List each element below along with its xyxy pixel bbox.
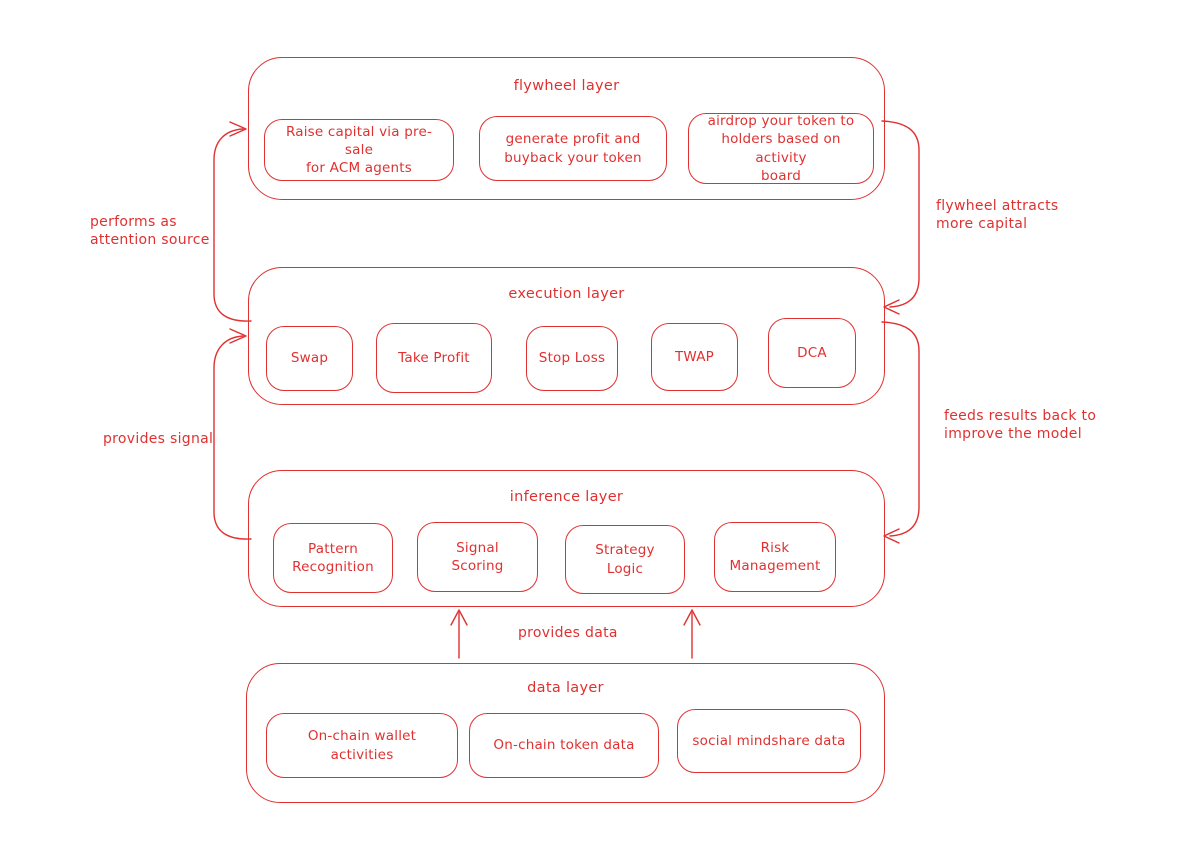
layer-execution: execution layer Swap Take Profit Stop Lo…	[248, 267, 885, 405]
arrow-execution-to-inference	[881, 321, 920, 544]
edge-label-provides-data: provides data	[518, 625, 618, 641]
node-stop-loss: Stop Loss	[526, 326, 618, 391]
edge-label-flywheel-attracts-more-capital: flywheel attracts more capital	[936, 198, 1059, 233]
arrow-flywheel-to-execution	[881, 120, 920, 315]
arrow-data-to-inference-right	[683, 609, 701, 659]
arrow-data-to-inference-left	[450, 609, 468, 659]
node-generate-profit: generate profit and buyback your token	[479, 116, 667, 181]
node-signal-scoring: Signal Scoring	[417, 522, 538, 592]
edge-label-performs-as-attention-source: performs as attention source	[90, 214, 210, 249]
edge-label-provides-signal: provides signal	[103, 431, 214, 447]
node-strategy-logic: Strategy Logic	[565, 525, 685, 594]
node-onchain-token-data: On-chain token data	[469, 713, 659, 778]
layer-flywheel: flywheel layer Raise capital via pre-sal…	[248, 57, 885, 200]
node-dca: DCA	[768, 318, 856, 388]
node-social-mindshare-data: social mindshare data	[677, 709, 861, 773]
node-onchain-wallet-activities: On-chain wallet activities	[266, 713, 458, 778]
arrow-execution-to-flywheel	[213, 121, 252, 322]
layer-inference-title: inference layer	[509, 489, 624, 505]
layer-flywheel-title: flywheel layer	[513, 78, 620, 94]
edge-label-feeds-results-back: feeds results back to improve the model	[944, 408, 1097, 443]
layer-execution-title: execution layer	[508, 286, 625, 302]
node-take-profit: Take Profit	[376, 323, 492, 393]
layer-inference: inference layer Pattern Recognition Sign…	[248, 470, 885, 607]
layer-data-title: data layer	[527, 680, 604, 696]
node-pattern-recognition: Pattern Recognition	[273, 523, 393, 593]
layer-data: data layer On-chain wallet activities On…	[246, 663, 885, 803]
node-airdrop-token: airdrop your token to holders based on a…	[688, 113, 874, 184]
node-twap: TWAP	[651, 323, 738, 391]
arrow-inference-to-execution	[213, 328, 252, 540]
node-raise-capital: Raise capital via pre-sale for ACM agent…	[264, 119, 454, 181]
node-risk-management: Risk Management	[714, 522, 836, 592]
node-swap: Swap	[266, 326, 353, 391]
